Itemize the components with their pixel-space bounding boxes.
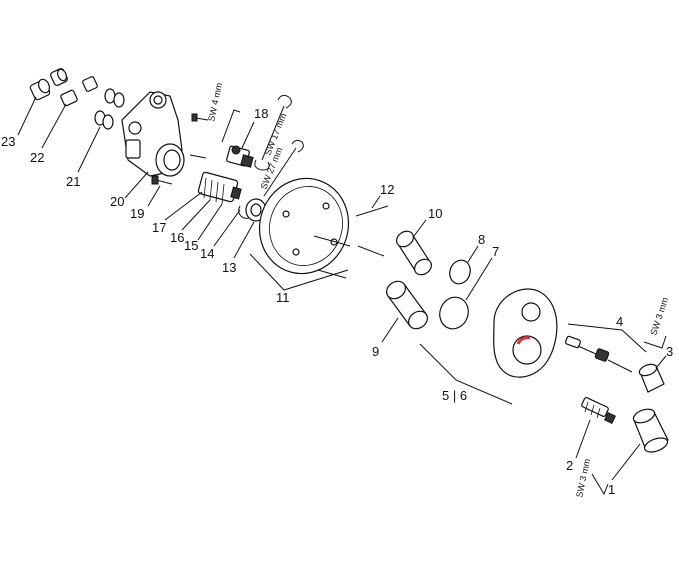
- label-15: 15: [184, 238, 198, 253]
- tool-label-sw4: SW 4 mm: [206, 82, 224, 123]
- tool-wrench-17mm: [254, 94, 292, 171]
- part-9-sleeve: [386, 280, 428, 330]
- tool-wrench-27mm: [263, 139, 304, 197]
- label-19: 19: [130, 206, 144, 221]
- label-10: 10: [428, 206, 442, 221]
- part-12-screws: [355, 205, 389, 257]
- part-pin: [189, 154, 207, 159]
- part-22-nut: [60, 76, 98, 107]
- label-1: 1: [608, 482, 615, 497]
- part-23-cap: [29, 68, 68, 101]
- label-4: 4: [616, 314, 623, 329]
- tool-hex-key-3mm-top: [643, 335, 667, 349]
- tool-hex-key-4mm: [221, 109, 241, 143]
- label-5-6: 5 | 6: [442, 388, 467, 403]
- label-11: 11: [276, 290, 290, 305]
- part-11-flange: [258, 177, 350, 275]
- label-18: 18: [254, 106, 268, 121]
- tool-label-sw3-bottom: SW 3 mm: [574, 458, 592, 499]
- label-20: 20: [110, 194, 124, 209]
- part-4-spindle: [565, 335, 633, 373]
- part-1-handle: [632, 408, 669, 453]
- part-19-screw: [151, 175, 173, 185]
- part-21-o-rings: [94, 88, 125, 130]
- part-5-6-trim-plate: [493, 288, 558, 378]
- label-14: 14: [200, 246, 214, 261]
- label-21: 21: [66, 174, 80, 189]
- part-20-valve-body: [121, 91, 185, 177]
- tool-label-sw3-top: SW 3 mm: [648, 296, 670, 337]
- part-2-adapter: [581, 397, 616, 424]
- label-23: 23: [1, 134, 15, 149]
- part-11-screws: [313, 235, 351, 279]
- label-13: 13: [222, 260, 236, 275]
- part-7-o-ring: [439, 296, 469, 330]
- label-17: 17: [152, 220, 166, 235]
- part-8-o-ring: [449, 259, 471, 285]
- part-10-extension: [396, 230, 432, 276]
- tool-hex-key-3mm-bottom: [591, 473, 609, 496]
- part-18-cartridge: [226, 145, 254, 168]
- part-17-16-15-thermostat-cartridge: [197, 171, 242, 205]
- label-16: 16: [170, 230, 184, 245]
- label-3: 3: [666, 344, 673, 359]
- label-8: 8: [478, 232, 485, 247]
- label-2: 2: [566, 458, 573, 473]
- label-9: 9: [372, 344, 379, 359]
- label-7: 7: [492, 244, 499, 259]
- part-screw-small: [191, 113, 209, 122]
- label-12: 12: [380, 182, 394, 197]
- part-3-handle: [638, 363, 665, 393]
- label-22: 22: [30, 150, 44, 165]
